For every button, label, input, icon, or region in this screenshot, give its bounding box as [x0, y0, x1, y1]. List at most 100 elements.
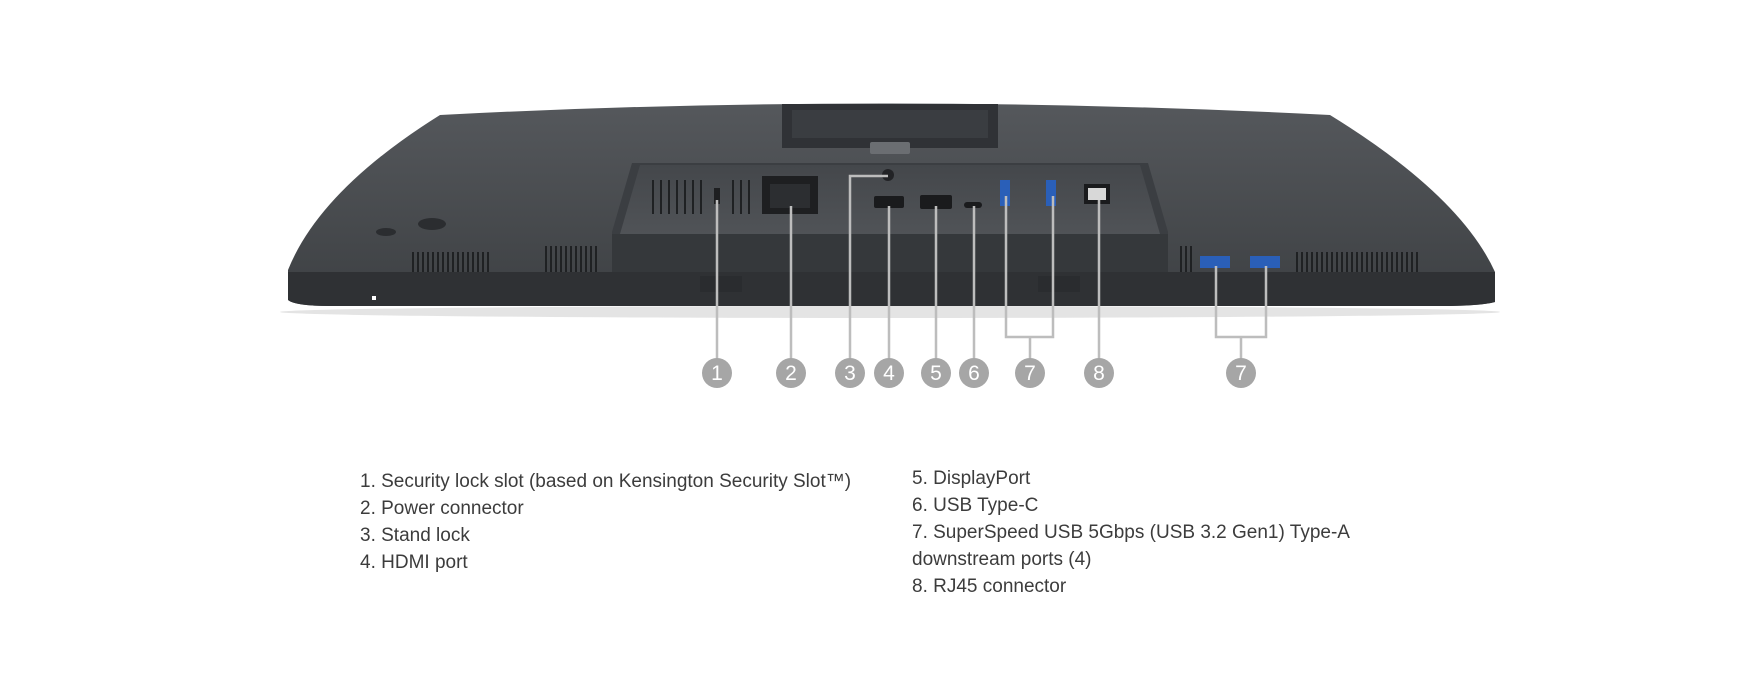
vent-slot	[1411, 252, 1413, 272]
vent-slot	[570, 246, 572, 272]
vent-slot	[748, 180, 750, 214]
vent-slot	[1386, 252, 1388, 272]
vent-slot	[595, 246, 597, 272]
callout-5: 5	[921, 358, 951, 388]
callout-7-side: 7	[1226, 358, 1256, 388]
callout-2: 2	[776, 358, 806, 388]
legend-item-3: 3. Stand lock	[360, 525, 470, 546]
vent-grill-panel	[652, 180, 750, 214]
legend-item-4: 4. HDMI port	[360, 552, 468, 573]
legend-item-2: 2. Power connector	[360, 498, 524, 519]
security-slot	[714, 188, 720, 204]
vent-slot	[560, 246, 562, 272]
callout-8: 8	[1084, 358, 1114, 388]
vent-slot	[565, 246, 567, 272]
usb-a-side-2	[1250, 256, 1280, 268]
vent-slot	[1351, 252, 1353, 272]
usb-a-side-1	[1200, 256, 1230, 268]
legend-item-8: 8. RJ45 connector	[912, 576, 1067, 597]
vent-slot	[1316, 252, 1318, 272]
legend-item-1: 1. Security lock slot (based on Kensingt…	[360, 471, 852, 492]
usb-a-port-2	[1046, 180, 1056, 206]
vent-slot	[1371, 252, 1373, 272]
callout-label-7-side: 7	[1235, 362, 1247, 385]
vent-slot	[1391, 252, 1393, 272]
vent-slot	[740, 180, 742, 214]
vent-slot	[1366, 252, 1368, 272]
vent-slot	[700, 180, 702, 214]
vent-slot	[575, 246, 577, 272]
vent-slot	[668, 180, 670, 214]
vent-slot	[1401, 252, 1403, 272]
vent-slot	[1185, 246, 1187, 272]
vent-slot	[1396, 252, 1398, 272]
vent-slot	[692, 180, 694, 214]
vent-slot	[1346, 252, 1348, 272]
vent-slot	[545, 246, 547, 272]
usb-c-port	[964, 202, 982, 208]
callout-3: 3	[835, 358, 865, 388]
vent-slot	[422, 252, 424, 272]
legend-right-column: 5. DisplayPort 6. USB Type-C 7. SuperSpe…	[912, 465, 1372, 600]
callout-label-4: 4	[883, 362, 895, 385]
callout-label-1: 1	[711, 362, 723, 385]
vent-slot	[1326, 252, 1328, 272]
callout-4: 4	[874, 358, 904, 388]
vent-slot	[447, 252, 449, 272]
vent-slot	[580, 246, 582, 272]
vent-slot	[1296, 252, 1298, 272]
legend-item-7: 7. SuperSpeed USB 5Gbps (USB 3.2 Gen1) T…	[912, 522, 1349, 570]
rj45-port-inner	[1088, 188, 1106, 200]
vent-slot	[732, 180, 734, 214]
vent-slot	[652, 180, 654, 214]
callout-label-5: 5	[930, 362, 942, 385]
vent-slot	[437, 252, 439, 272]
callout-label-6: 6	[968, 362, 980, 385]
stand-lock-tab	[870, 142, 910, 154]
vent-slot	[427, 252, 429, 272]
vent-grill-left	[412, 246, 597, 272]
vent-slot	[1180, 246, 1182, 272]
vent-slot	[482, 252, 484, 272]
vent-slot	[1341, 252, 1343, 272]
legend-item-6: 6. USB Type-C	[912, 495, 1039, 516]
power-led	[372, 296, 376, 300]
usb-a-port-1	[1000, 180, 1010, 206]
vent-slot	[1381, 252, 1383, 272]
vent-slot	[417, 252, 419, 272]
vent-slot	[684, 180, 686, 214]
leader-lines	[715, 174, 1268, 359]
vent-slot	[1416, 252, 1418, 272]
vent-grill-right	[1180, 246, 1418, 272]
callout-label-8: 8	[1093, 362, 1105, 385]
vent-slot	[550, 246, 552, 272]
vent-slot	[585, 246, 587, 272]
callout-label-2: 2	[785, 362, 797, 385]
vent-slot	[472, 252, 474, 272]
hdmi-port	[874, 196, 904, 208]
vent-slot	[442, 252, 444, 272]
legend-left-column: 1. Security lock slot (based on Kensingt…	[360, 468, 880, 576]
vent-slot	[452, 252, 454, 272]
vent-slot	[660, 180, 662, 214]
callout-label-3: 3	[844, 362, 856, 385]
power-connector-inner	[770, 184, 810, 208]
foot-right	[1038, 276, 1080, 292]
vent-slot	[1336, 252, 1338, 272]
vent-slot	[555, 246, 557, 272]
vent-slot	[462, 252, 464, 272]
displayport-port	[920, 195, 952, 209]
callouts: 1 2 3 4 5 6 7 8	[702, 358, 1256, 388]
callout-7: 7	[1015, 358, 1045, 388]
vent-slot	[477, 252, 479, 272]
vent-slot	[1301, 252, 1303, 272]
callout-1: 1	[702, 358, 732, 388]
power-button	[376, 228, 396, 236]
callout-6: 6	[959, 358, 989, 388]
vent-slot	[1321, 252, 1323, 272]
vent-slot	[487, 252, 489, 272]
vent-slot	[1361, 252, 1363, 272]
vent-slot	[412, 252, 414, 272]
vent-slot	[1306, 252, 1308, 272]
